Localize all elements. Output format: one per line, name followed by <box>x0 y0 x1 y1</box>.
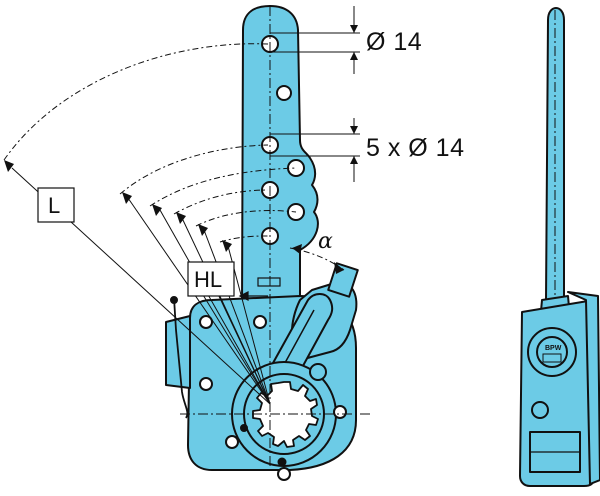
bolt <box>225 435 239 449</box>
spring-clip <box>173 297 189 419</box>
side-flange <box>567 291 600 485</box>
hole-lever-box <box>187 261 235 297</box>
clip-head <box>170 296 178 304</box>
construction-lines <box>11 6 372 470</box>
side-view <box>519 7 600 487</box>
bolt <box>277 457 287 467</box>
dimension-arrows <box>350 25 358 164</box>
bolt <box>240 424 248 432</box>
angle-label: α <box>318 229 333 254</box>
bpw-logo: BPW <box>545 345 562 352</box>
lever-hole <box>276 85 292 101</box>
radius-arcs <box>3 43 345 271</box>
bolt <box>277 467 291 481</box>
arrow-heads <box>4 160 344 274</box>
side-logo-ring <box>542 353 562 363</box>
hole-lever-label: HL <box>194 267 222 292</box>
bolt <box>199 377 213 391</box>
lever-hole <box>287 159 305 177</box>
lever-length-label: L <box>48 193 60 218</box>
hole-diameter-label: Ø 14 <box>366 28 422 56</box>
bolt <box>333 405 347 419</box>
adjuster-shaft <box>327 262 359 298</box>
bolt <box>253 315 267 329</box>
bolt <box>199 315 213 329</box>
bolt <box>309 363 327 381</box>
lever-length-box <box>37 187 75 223</box>
spline-bore <box>252 381 319 448</box>
indicator <box>238 277 281 301</box>
hole-pattern-label: 5 x Ø 14 <box>366 134 465 162</box>
side-knob <box>531 401 549 419</box>
side-cap-inner <box>536 336 568 368</box>
